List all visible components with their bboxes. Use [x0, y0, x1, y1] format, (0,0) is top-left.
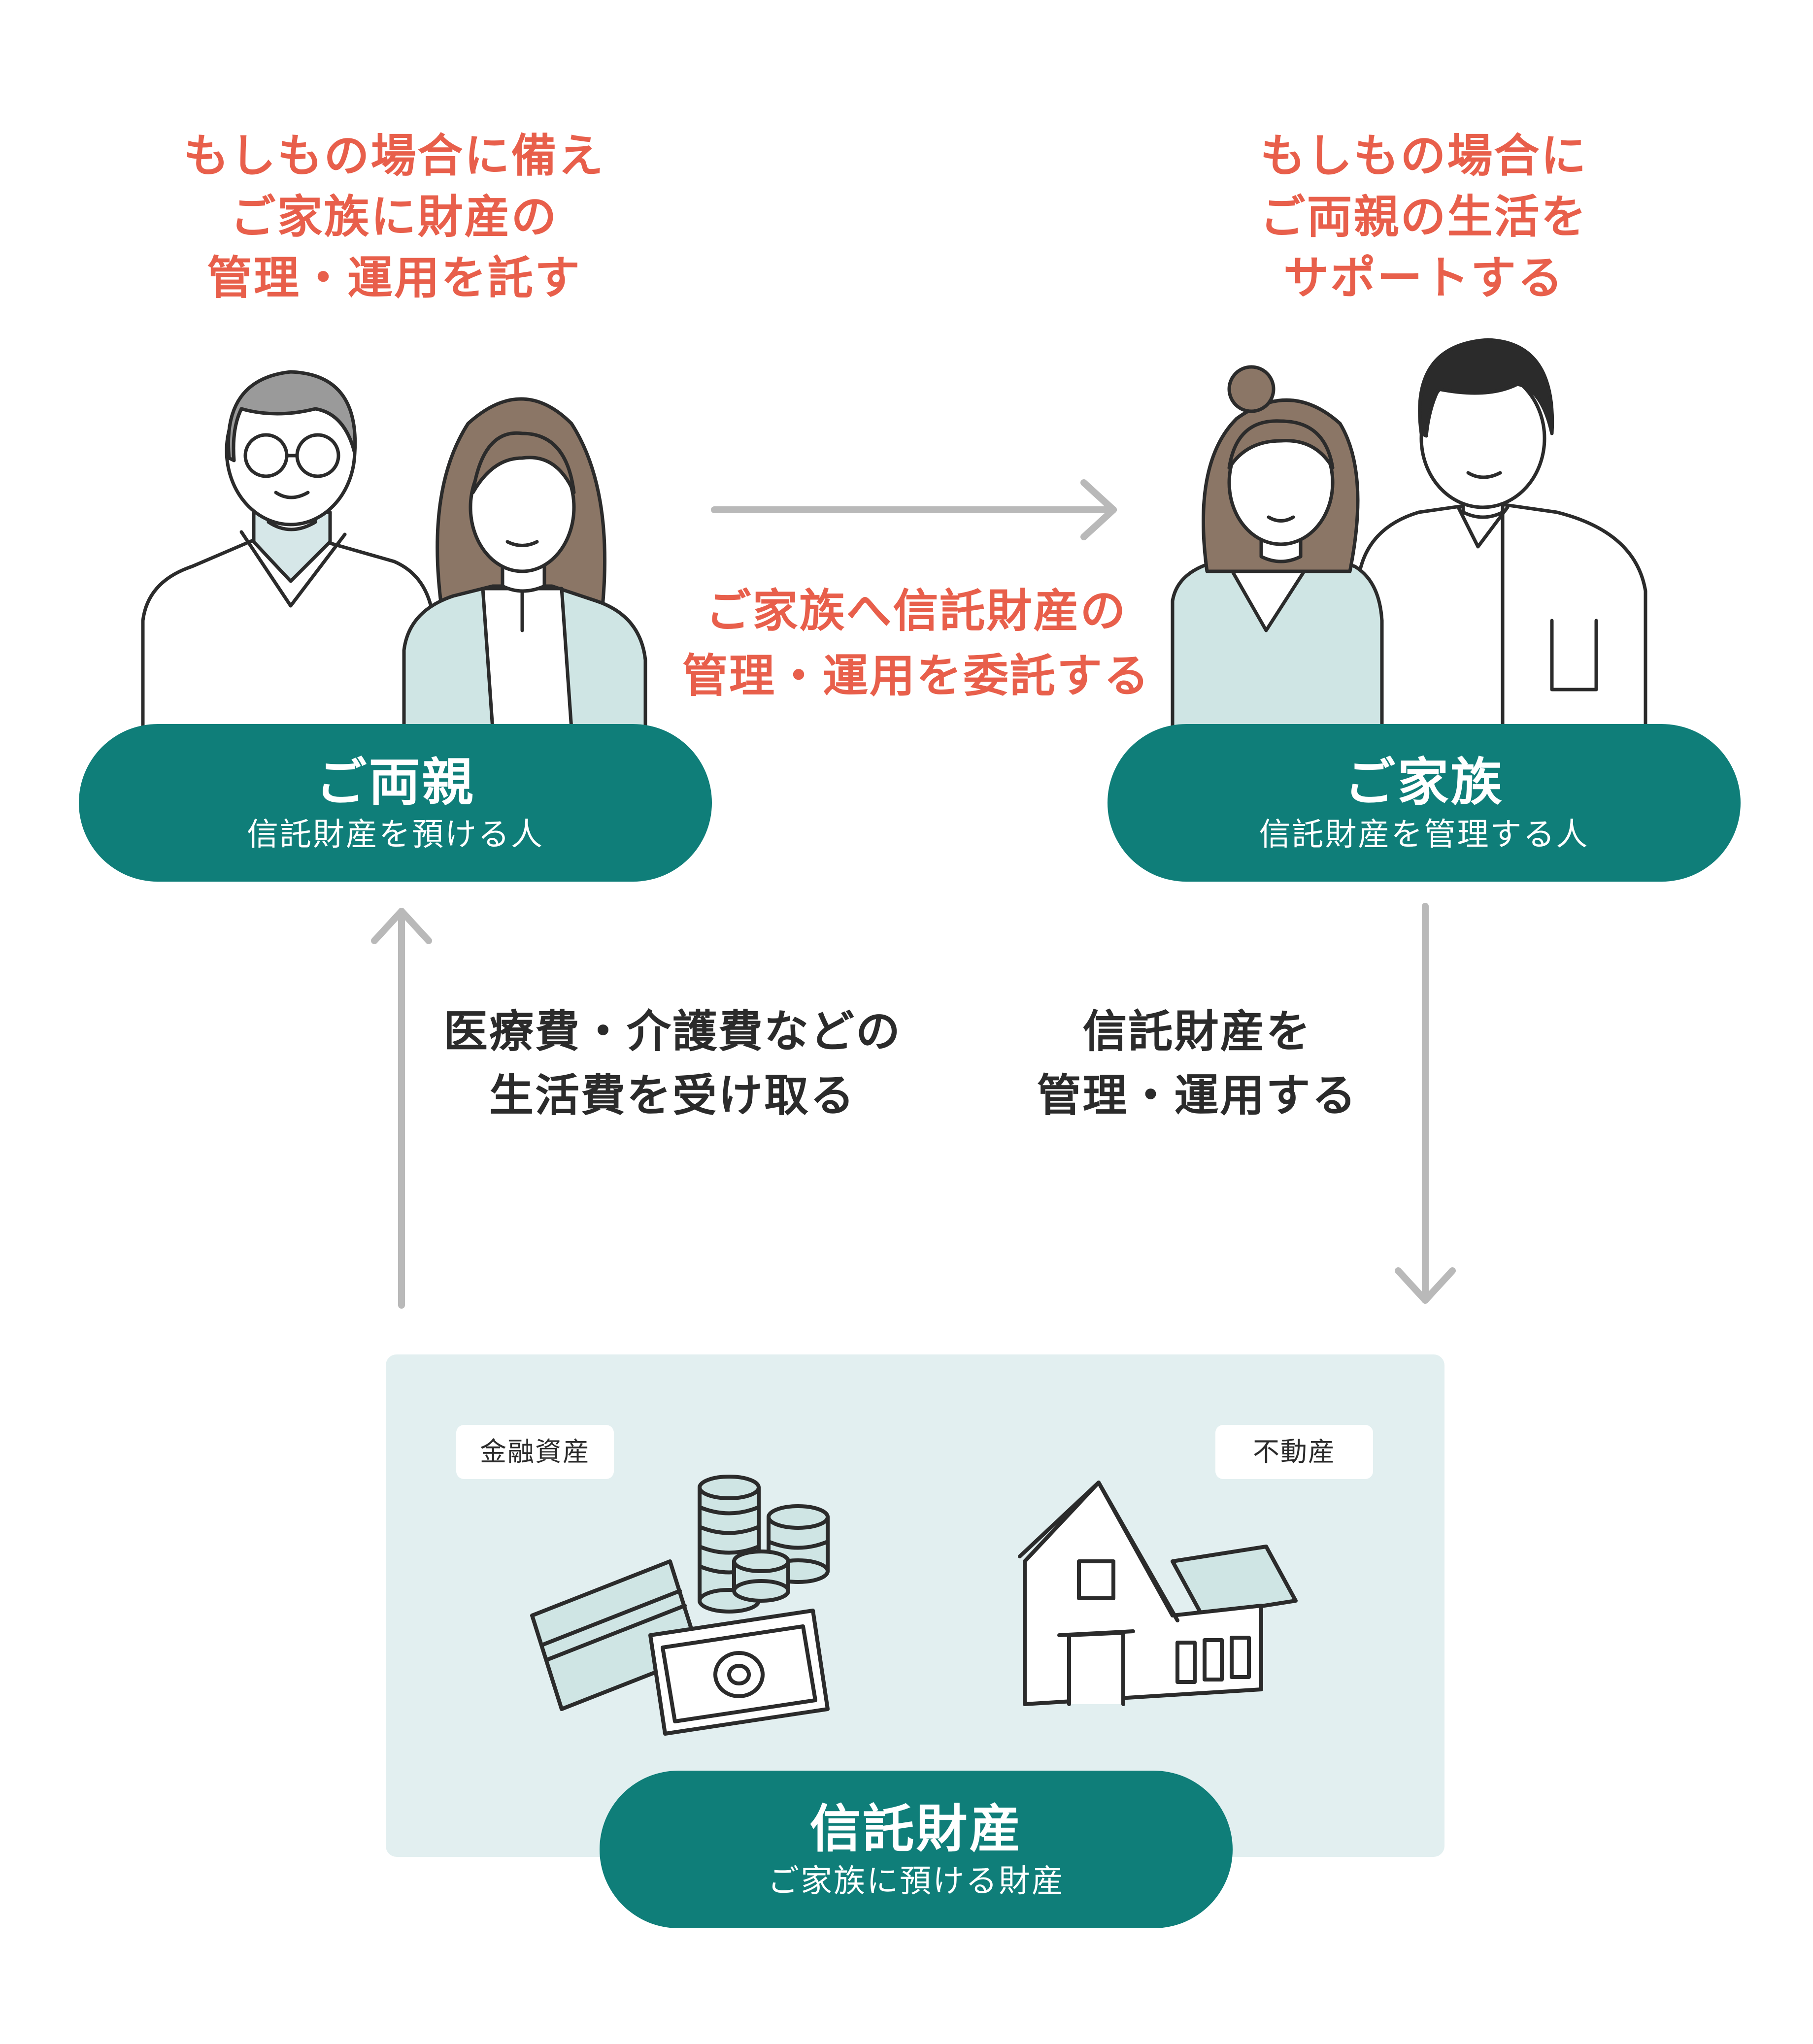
delegate-caption-line: ご家族へ信託財産の	[705, 585, 1127, 637]
parents-title: ご両親	[315, 752, 475, 812]
family-caption: もしもの場合に ご両親の生活を サポートする	[1177, 126, 1670, 309]
family-illustration	[1171, 338, 1647, 731]
parents-subtitle: 信託財産を預ける人	[247, 817, 544, 853]
manage-caption-line: 信託財産を	[1082, 1006, 1312, 1057]
family-subtitle: 信託財産を管理する人	[1259, 817, 1589, 853]
parents-caption-line: 管理・運用を託す	[206, 252, 581, 304]
family-caption-line: ご両親の生活を	[1260, 191, 1588, 243]
manage-caption: 信託財産を 管理・運用する	[985, 1000, 1409, 1128]
living-cost-caption: 医療費・介護費などの 生活費を受け取る	[429, 1000, 916, 1128]
arrow-up-icon	[371, 908, 432, 1309]
family-pill: ご家族 信託財産を管理する人	[1108, 724, 1741, 882]
parents-caption-line: ご家族に財産の	[230, 191, 558, 243]
family-caption-line: サポートする	[1283, 252, 1564, 304]
delegate-caption-line: 管理・運用を委託する	[682, 650, 1150, 702]
manage-caption-line: 管理・運用する	[1037, 1070, 1358, 1121]
arrow-down-icon	[1395, 903, 1456, 1304]
parents-illustration	[141, 370, 647, 731]
parents-caption-line: もしもの場合に備え	[183, 130, 605, 182]
parents-pill: ご両親 信託財産を預ける人	[79, 724, 712, 882]
family-caption-line: もしもの場合に	[1260, 130, 1588, 182]
arrow-right-icon	[711, 479, 1117, 540]
financial-assets-tag: 金融資産	[456, 1425, 614, 1479]
house-icon	[1018, 1481, 1298, 1706]
real-estate-tag: 不動産	[1215, 1425, 1373, 1479]
living-cost-caption-line: 医療費・介護費などの	[443, 1006, 902, 1057]
trust-assets-title: 信託財産	[809, 1799, 1023, 1859]
living-cost-caption-line: 生活費を受け取る	[489, 1070, 856, 1121]
family-title: ご家族	[1344, 752, 1504, 812]
delegate-caption: ご家族へ信託財産の 管理・運用を委託する	[655, 579, 1177, 709]
trust-assets-subtitle: ご家族に預ける財産	[768, 1863, 1065, 1900]
money-icon	[530, 1475, 830, 1736]
parents-caption: もしもの場合に備え ご家族に財産の 管理・運用を託す	[148, 126, 640, 309]
trust-assets-pill: 信託財産 ご家族に預ける財産	[600, 1771, 1233, 1928]
